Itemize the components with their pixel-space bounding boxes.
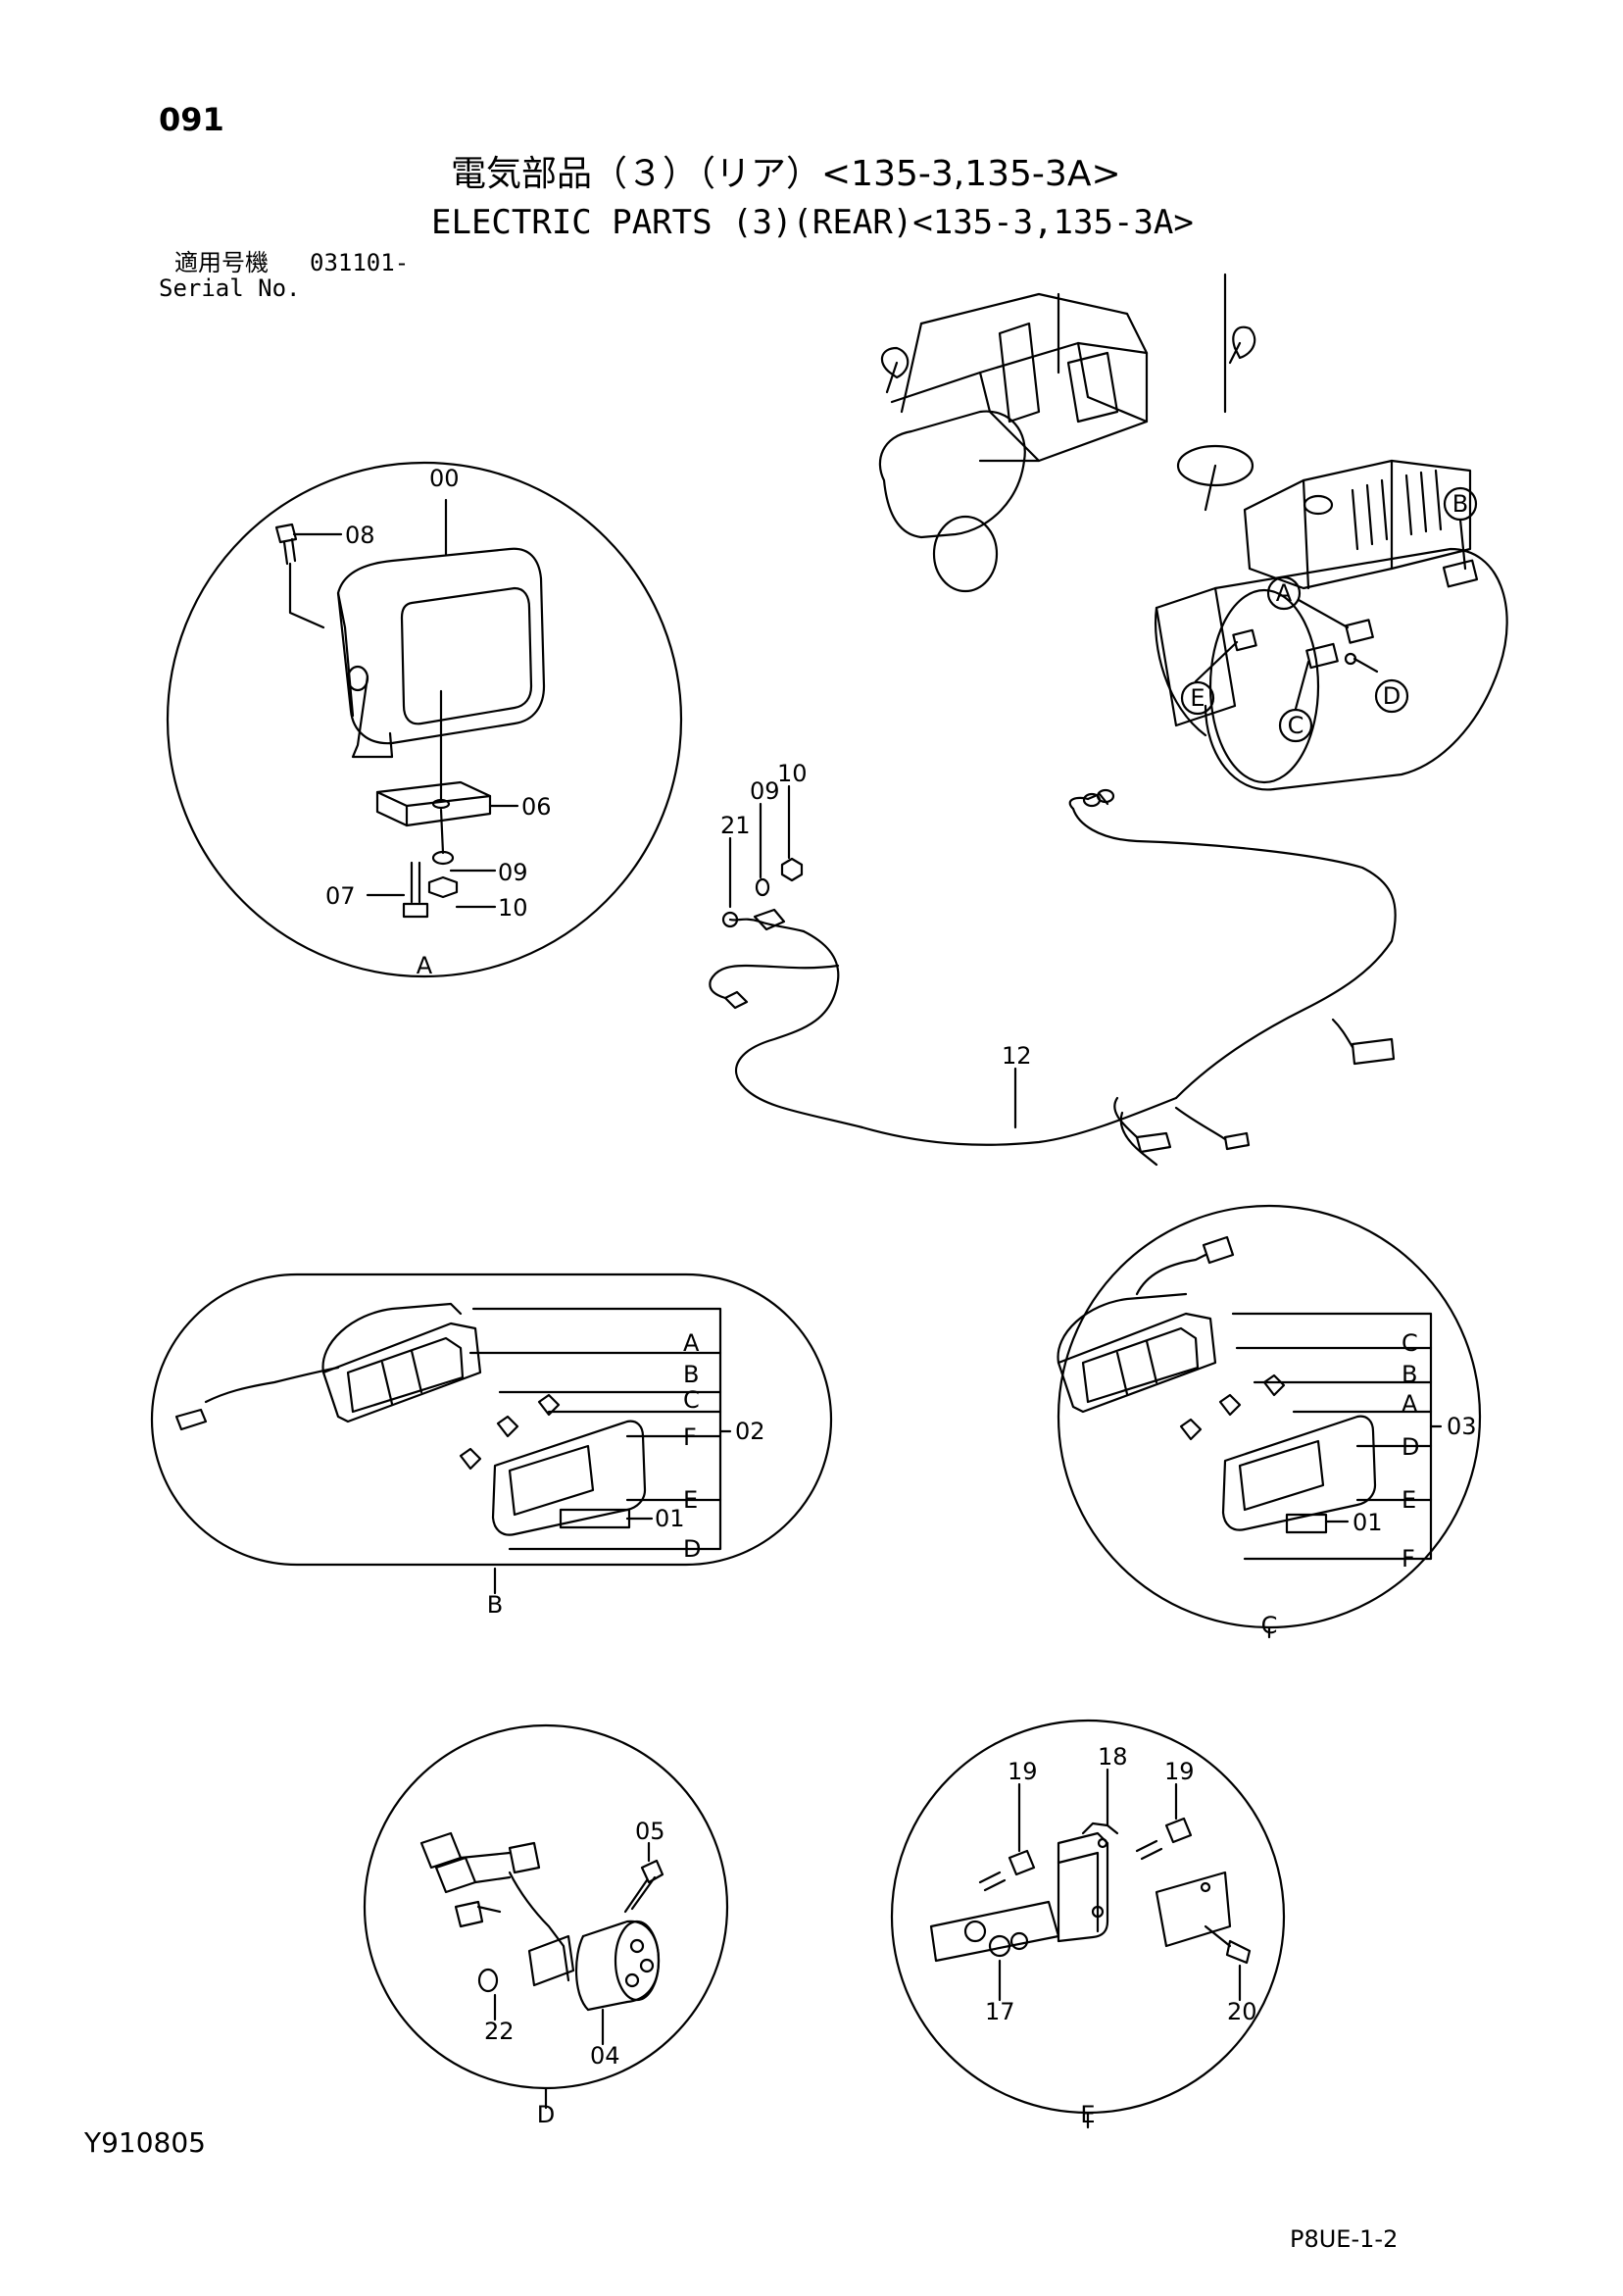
detail-label-c: C xyxy=(1261,1612,1278,1639)
part-04: 04 xyxy=(590,2042,620,2070)
machine-callout-b: B xyxy=(1452,490,1468,518)
callout-circle-b xyxy=(1443,486,1478,522)
detail-label-d: D xyxy=(537,2101,555,2128)
detail-c-letter-f: F xyxy=(1402,1545,1415,1572)
machine-callout-e: E xyxy=(1190,684,1205,712)
callout-circle-c xyxy=(1278,708,1313,743)
detail-b-letter-a: A xyxy=(683,1329,700,1357)
detail-c-letter-d: D xyxy=(1402,1433,1419,1461)
title-english: ELECTRIC PARTS (3)(REAR)<135-3,135-3A> xyxy=(431,203,1194,242)
part-10-a: 10 xyxy=(498,894,528,922)
machine-callout-d: D xyxy=(1383,682,1401,710)
detail-c-letter-e: E xyxy=(1402,1486,1416,1514)
wire-harness xyxy=(709,784,1397,1167)
callout-circle-a xyxy=(1266,575,1302,611)
detail-d-beacon xyxy=(363,1723,729,2110)
part-05: 05 xyxy=(635,1818,665,1845)
part-22: 22 xyxy=(484,2018,515,2045)
detail-a-work-light xyxy=(166,461,683,978)
detail-b-letter-e: E xyxy=(683,1486,698,1514)
serial-label-japanese: 適用号機 xyxy=(174,249,269,276)
detail-label-e: E xyxy=(1080,2101,1095,2128)
part-10-harness: 10 xyxy=(777,760,808,787)
part-00: 00 xyxy=(429,465,460,492)
part-19-right: 19 xyxy=(1164,1758,1195,1785)
callout-circle-e xyxy=(1180,680,1215,716)
part-01-b: 01 xyxy=(655,1505,685,1532)
part-18: 18 xyxy=(1098,1743,1128,1771)
serial-value: 031101- xyxy=(310,249,410,276)
detail-c-letter-c: C xyxy=(1402,1329,1418,1357)
part-02: 02 xyxy=(735,1418,765,1445)
part-03: 03 xyxy=(1447,1413,1477,1440)
detail-c-rear-lamp xyxy=(1057,1204,1482,1639)
detail-b-rear-lamp xyxy=(150,1273,833,1595)
detail-b-letter-b: B xyxy=(683,1361,699,1388)
part-06: 06 xyxy=(521,793,552,821)
reference-number: Y910805 xyxy=(84,2126,206,2159)
part-12: 12 xyxy=(1002,1042,1032,1070)
detail-label-b: B xyxy=(487,1591,503,1619)
detail-b-letter-d: D xyxy=(683,1535,701,1563)
page-code: P8UE-1-2 xyxy=(1290,2225,1399,2253)
title-japanese: 電気部品（３）（リア）<135-3,135-3A> xyxy=(451,154,1121,194)
machine-callout-c: C xyxy=(1288,712,1304,739)
part-21: 21 xyxy=(720,812,751,839)
machine-illustration xyxy=(878,273,1508,791)
serial-label-english: Serial No. xyxy=(159,275,301,302)
detail-e-plate-lamp xyxy=(890,1719,1286,2129)
part-17: 17 xyxy=(985,1998,1015,2025)
detail-b-letter-f: F xyxy=(683,1423,697,1451)
machine-callout-a: A xyxy=(1276,579,1293,607)
detail-c-letter-b: B xyxy=(1402,1361,1417,1388)
part-19-left: 19 xyxy=(1008,1758,1038,1785)
part-08: 08 xyxy=(345,522,375,549)
detail-b-letter-c: C xyxy=(683,1386,700,1414)
part-07: 07 xyxy=(325,882,356,910)
part-09-a: 09 xyxy=(498,859,528,886)
callout-circle-d xyxy=(1374,678,1409,714)
detail-label-a: A xyxy=(417,952,433,979)
part-01-c: 01 xyxy=(1352,1509,1383,1536)
part-09-harness: 09 xyxy=(750,777,780,805)
part-20: 20 xyxy=(1227,1998,1257,2025)
detail-c-letter-a: A xyxy=(1402,1390,1418,1418)
page-number: 091 xyxy=(159,101,224,138)
